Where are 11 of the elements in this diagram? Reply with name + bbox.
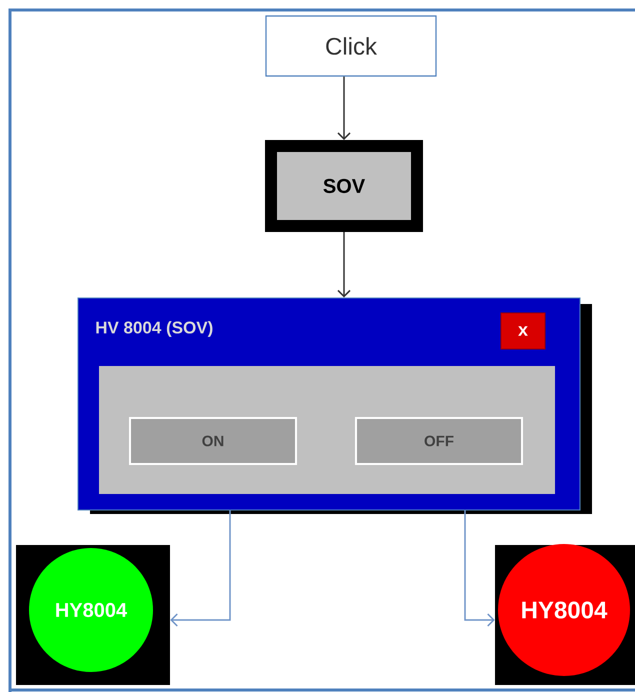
close-button: x (500, 312, 546, 350)
button: OFF (355, 417, 523, 465)
arrow (337, 76, 351, 140)
indicator-lamp: HY8004 (495, 544, 635, 685)
arrow (464, 510, 495, 627)
arrow (337, 232, 351, 298)
indicator-lamp: HY8004 (16, 545, 170, 685)
text-box: Click (265, 15, 437, 77)
arrow (170, 510, 231, 627)
button: SOV (265, 140, 423, 232)
button: ON (129, 417, 297, 465)
